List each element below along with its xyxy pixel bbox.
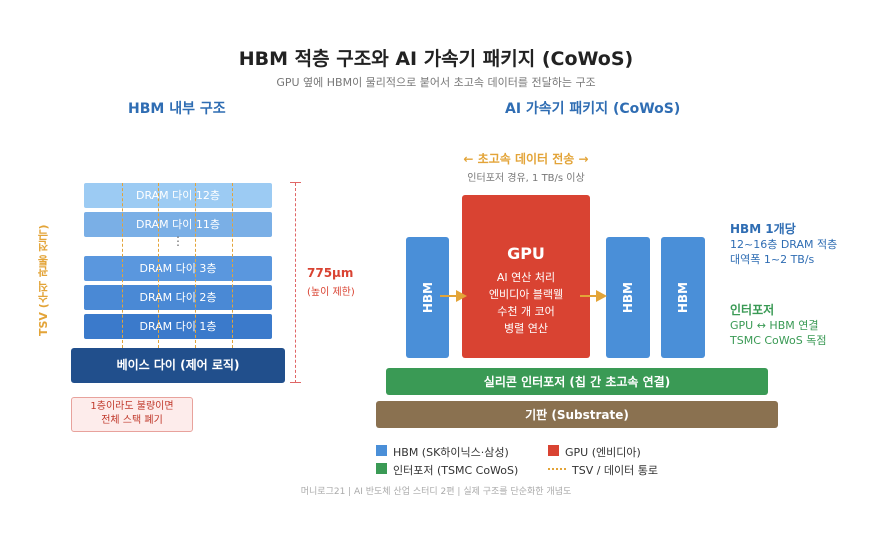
tsv-line-3 <box>195 183 196 348</box>
interposer-note: 인터포저 GPU ↔ HBM 연결 TSMC CoWoS 독점 <box>730 303 826 348</box>
page-subtitle: GPU 옆에 HBM이 물리적으로 붙어서 초고속 데이터를 전달하는 구조 <box>276 76 596 89</box>
hbm-label-left: HBM <box>420 281 435 314</box>
height-note: (높이 제한) <box>307 287 355 298</box>
right-heading: AI 가속기 패키지 (CoWoS) <box>505 101 681 117</box>
warning-box: 1층이라도 불량이면 전체 스택 폐기 <box>71 397 193 432</box>
gpu-title: GPU <box>507 244 545 263</box>
dram-layer-2: DRAM 다이 2층 <box>84 285 272 310</box>
legend-interposer: 인터포저 (TSMC CoWoS) <box>393 464 519 477</box>
substrate-bar: 기판 (Substrate) <box>376 401 778 428</box>
legend-swatch-tsv <box>548 468 566 470</box>
left-heading: HBM 내부 구조 <box>128 101 226 117</box>
gpu-line-1: AI 연산 처리 <box>496 271 556 284</box>
warning-line-1: 1층이라도 불량이면 <box>90 401 174 412</box>
legend-swatch-gpu <box>548 445 559 456</box>
base-die: 베이스 다이 (제어 로직) <box>71 348 285 383</box>
layer-ellipsis: ⋮ <box>172 234 184 248</box>
hbm-note-line-1: 12~16층 DRAM 적층 <box>730 238 838 251</box>
dram-layer-11: DRAM 다이 11층 <box>84 212 272 237</box>
interposer-bar: 실리콘 인터포저 (칩 간 초고속 연결) <box>386 368 768 395</box>
tsv-line-4 <box>232 183 233 348</box>
gpu-line-4: 병렬 연산 <box>504 322 548 335</box>
height-tick-top <box>290 182 301 183</box>
hbm-label-right-2: HBM <box>676 281 690 314</box>
legend-hbm: HBM (SK하이닉스·삼성) <box>393 446 509 459</box>
legend-swatch-interposer <box>376 463 387 474</box>
dram-layer-12: DRAM 다이 12층 <box>84 183 272 208</box>
dram-layer-1: DRAM 다이 1층 <box>84 314 272 339</box>
arrow-right-icon <box>440 290 467 302</box>
warning-line-2: 전체 스택 폐기 <box>101 415 163 426</box>
tsv-line-1 <box>122 183 123 348</box>
tsv-line-2 <box>158 183 159 348</box>
legend-gpu: GPU (엔비디아) <box>565 446 641 459</box>
hbm-stack-right-2: HBM <box>661 237 705 358</box>
flow-sublabel: 인터포저 경유, 1 TB/s 이상 <box>467 173 585 184</box>
hbm-note-line-2: 대역폭 1~2 TB/s <box>730 253 815 266</box>
tsv-label: TSV (수직 관통 전극) <box>37 224 50 336</box>
interposer-note-title: 인터포저 <box>730 303 775 317</box>
legend-tsv: TSV / 데이터 통로 <box>572 464 659 477</box>
page-title: HBM 적층 구조와 AI 가속기 패키지 (CoWoS) <box>238 48 634 70</box>
hbm-note: HBM 1개당 12~16층 DRAM 적층 대역폭 1~2 TB/s <box>730 222 837 267</box>
dram-layer-3: DRAM 다이 3층 <box>84 256 272 281</box>
gpu-line-3: 수천 개 코어 <box>497 305 555 318</box>
hbm-stack-right-1: HBM <box>606 237 650 358</box>
hbm-note-title: HBM 1개당 <box>730 222 796 236</box>
flow-label: ← 초고속 데이터 전송 → <box>463 152 589 166</box>
height-indicator <box>295 183 296 383</box>
legend-swatch-hbm <box>376 445 387 456</box>
footer: 머니로그21 | AI 반도체 산업 스터디 2편 | 실제 구조를 단순화한 … <box>300 487 572 497</box>
hbm-label-right-1: HBM <box>621 281 635 314</box>
hbm-stack-left: HBM <box>406 237 449 358</box>
interposer-note-line-2: TSMC CoWoS 독점 <box>730 334 827 347</box>
arrow-left-icon <box>580 290 607 302</box>
gpu-line-2: 엔비디아 블랙웰 <box>488 288 564 301</box>
height-value: 775μm <box>307 266 354 280</box>
height-tick-bottom <box>290 382 301 383</box>
interposer-note-line-1: GPU ↔ HBM 연결 <box>730 319 819 332</box>
gpu-die: GPU AI 연산 처리 엔비디아 블랙웰 수천 개 코어 병렬 연산 <box>462 195 590 358</box>
